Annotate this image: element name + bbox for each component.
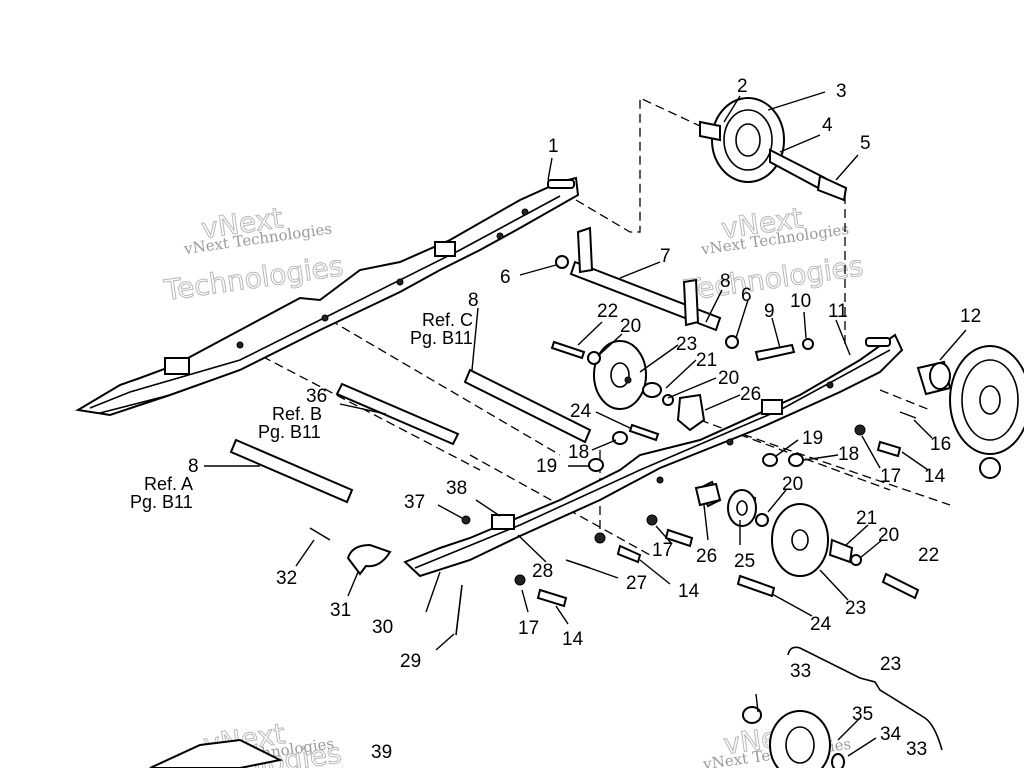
- callout-25: 25: [734, 551, 755, 572]
- callout-23: 23: [880, 654, 901, 675]
- ref-c-line2: Pg. B11: [410, 328, 473, 348]
- leader-lines: [204, 91, 967, 757]
- callout-12: 12: [960, 306, 981, 327]
- callout-37: 37: [404, 492, 425, 513]
- callout-22: 22: [597, 301, 618, 322]
- callout-32: 32: [276, 568, 297, 589]
- callout-17: 17: [518, 618, 539, 639]
- reference-notes: Ref. C Pg. B11 Ref. B Pg. B11 Ref. A Pg.…: [130, 310, 473, 512]
- ref-a-line1: Ref. A: [144, 474, 193, 494]
- callout-9: 9: [764, 301, 775, 322]
- callout-29: 29: [400, 651, 421, 672]
- callout-27: 27: [626, 573, 647, 594]
- idler-wheel-top: [699, 97, 848, 202]
- callout-28: 28: [532, 561, 553, 582]
- callout-18: 18: [838, 444, 859, 465]
- callout-17: 17: [880, 466, 901, 487]
- rail-slider-block: [491, 514, 515, 530]
- callout-8: 8: [468, 290, 479, 311]
- right-rail: [403, 333, 904, 578]
- callout-24: 24: [570, 401, 592, 422]
- callout-8: 8: [188, 456, 199, 477]
- callout-24: 24: [810, 614, 832, 635]
- rail-slider-block: [761, 399, 783, 415]
- callout-36: 36: [306, 386, 327, 407]
- rail-slider-block: [164, 357, 190, 375]
- callout-35: 35: [852, 704, 873, 725]
- callout-16: 16: [930, 434, 951, 455]
- callout-26: 26: [740, 384, 761, 405]
- shaft-8-ref-c: [463, 368, 592, 444]
- callout-22: 22: [918, 545, 939, 566]
- callout-8: 8: [720, 271, 731, 292]
- callout-14: 14: [924, 466, 946, 487]
- callout-19: 19: [802, 428, 823, 449]
- hardware: [309, 255, 920, 636]
- wheel-lower: [698, 480, 862, 577]
- callout-10: 10: [790, 291, 811, 312]
- callout-14: 14: [678, 581, 700, 602]
- ref-a-line2: Pg. B11: [130, 492, 193, 512]
- ref-c-line1: Ref. C: [422, 310, 473, 330]
- callout-6: 6: [741, 285, 752, 306]
- callout-1: 1: [548, 136, 559, 157]
- callout-6: 6: [500, 267, 511, 288]
- callout-numbers: 1 2 3 4 5 6 6 7 8 8 8 9 10 11 12 14 14 1…: [188, 76, 981, 763]
- callout-26: 26: [696, 546, 717, 567]
- callout-17: 17: [652, 540, 673, 561]
- callout-21: 21: [696, 350, 717, 371]
- callout-23: 23: [676, 334, 697, 355]
- watermark-big-line2: Technologies: [682, 249, 866, 307]
- callout-18: 18: [568, 442, 589, 463]
- shaft-7: [569, 260, 722, 332]
- wheel-right: [916, 345, 1024, 479]
- callout-14: 14: [562, 629, 584, 650]
- cross-shafts: [229, 226, 722, 504]
- callout-34: 34: [880, 724, 902, 745]
- rail-slider-block: [434, 241, 456, 257]
- callout-20: 20: [718, 368, 739, 389]
- callout-39: 39: [371, 742, 392, 763]
- shaft-36: [335, 382, 460, 446]
- callout-21: 21: [856, 508, 877, 529]
- callout-3: 3: [836, 81, 847, 102]
- callout-33: 33: [906, 739, 927, 760]
- watermark-big-line2: Technologies: [162, 249, 346, 307]
- callout-20: 20: [782, 474, 803, 495]
- ref-b-line1: Ref. B: [272, 404, 322, 424]
- ref-b-line2: Pg. B11: [258, 422, 321, 442]
- shaft-8-ref-a: [229, 438, 354, 504]
- watermark-upper-right: vNext vNext Technologies Technologies: [681, 201, 866, 308]
- callout-19: 19: [536, 456, 557, 477]
- callout-20: 20: [878, 525, 899, 546]
- callout-11: 11: [828, 301, 848, 322]
- callout-2: 2: [737, 76, 748, 97]
- callout-31: 31: [330, 600, 351, 621]
- left-rail: [75, 176, 580, 417]
- callout-5: 5: [860, 133, 871, 154]
- watermark-upper-left: vNext vNext Technologies Technologies: [161, 201, 346, 308]
- wheel-assembly-detail: [742, 646, 943, 768]
- callout-30: 30: [372, 617, 393, 638]
- callout-33: 33: [790, 661, 811, 682]
- rail-fragment-bottom: [149, 738, 284, 768]
- callout-7: 7: [660, 246, 671, 267]
- callout-38: 38: [446, 478, 467, 499]
- callout-20: 20: [620, 316, 641, 337]
- callout-23: 23: [845, 598, 866, 619]
- callout-4: 4: [822, 115, 833, 136]
